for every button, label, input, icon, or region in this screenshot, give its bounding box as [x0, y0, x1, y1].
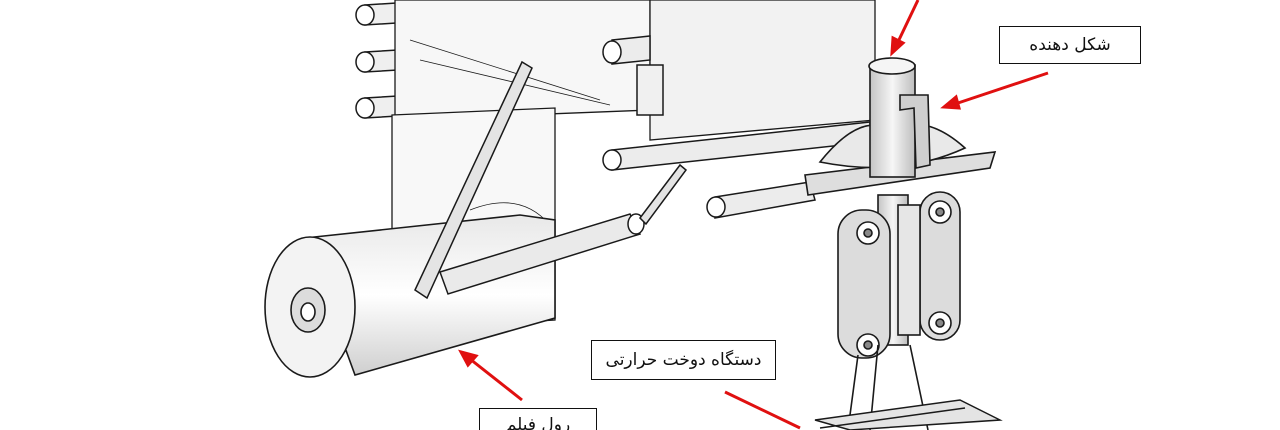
- tension-arm: [414, 60, 688, 300]
- label-arrows: [458, 0, 1049, 430]
- lower-rollers: [602, 35, 871, 219]
- forming-collar: [804, 57, 997, 196]
- film-roll: [264, 214, 556, 378]
- film-roll-label: رول فیلم: [479, 408, 597, 430]
- sealing-jaws: [837, 191, 961, 430]
- former-label: شکل دهنده: [999, 26, 1141, 64]
- conveyor-base: [814, 399, 1003, 430]
- heat-sealer-label: دستگاه دوخت حرارتی: [591, 340, 776, 380]
